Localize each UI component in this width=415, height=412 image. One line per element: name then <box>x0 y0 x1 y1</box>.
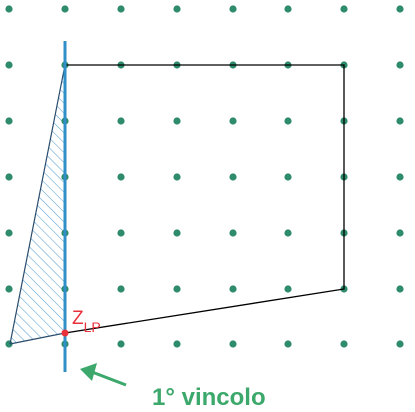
grid-dot <box>173 285 181 293</box>
grid-dot <box>61 5 69 13</box>
grid-dot <box>5 5 13 13</box>
grid-dot <box>5 173 13 181</box>
grid-dot <box>396 229 404 237</box>
grid-dot <box>396 173 404 181</box>
grid-dot <box>396 61 404 69</box>
grid-dot <box>173 229 181 237</box>
grid-dot <box>173 340 181 348</box>
grid-dot <box>5 61 13 69</box>
grid-dot <box>5 285 13 293</box>
grid-dot <box>284 340 292 348</box>
caption-1st-constraint: 1° vincolo <box>152 384 266 411</box>
grid-dot <box>340 340 348 348</box>
grid-dot <box>229 340 237 348</box>
dot-grid <box>5 5 404 348</box>
point-z-lp <box>61 329 69 337</box>
arrow-shaft <box>91 370 127 387</box>
grid-dot <box>396 117 404 125</box>
grid-dot <box>396 340 404 348</box>
grid-dot <box>173 173 181 181</box>
grid-dot <box>117 229 125 237</box>
grid-dot <box>173 5 181 13</box>
grid-dot <box>173 117 181 125</box>
grid-dot <box>229 5 237 13</box>
grid-dot <box>229 285 237 293</box>
grid-dot <box>5 229 13 237</box>
grid-dot <box>284 173 292 181</box>
grid-dot <box>396 285 404 293</box>
grid-dot <box>117 285 125 293</box>
grid-dot <box>284 285 292 293</box>
grid-dot <box>229 117 237 125</box>
grid-dot <box>117 5 125 13</box>
grid-dot <box>117 173 125 181</box>
grid-dot <box>284 5 292 13</box>
shape-outline <box>64 64 345 334</box>
grid-dot <box>396 5 404 13</box>
grid-dot <box>229 229 237 237</box>
label-z-lp: ZLP <box>72 308 101 335</box>
grid-dot <box>284 117 292 125</box>
grid-dot <box>284 229 292 237</box>
triangle-bottom-edge <box>9 332 66 345</box>
grid-dot <box>117 340 125 348</box>
grid-dot <box>340 5 348 13</box>
grid-dot <box>229 173 237 181</box>
triangle-left-edge <box>9 64 66 345</box>
grid-dot <box>117 117 125 125</box>
grid-dot <box>5 117 13 125</box>
arrow-head <box>80 363 97 381</box>
